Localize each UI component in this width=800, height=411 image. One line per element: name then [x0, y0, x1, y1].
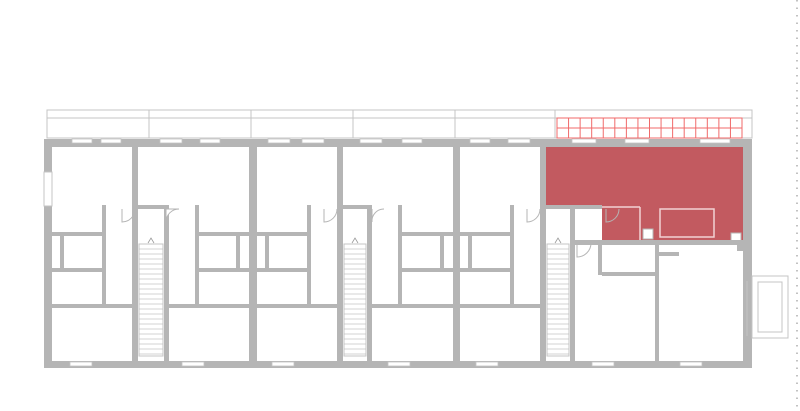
stair-arrow-icon: [351, 237, 359, 244]
window: [267, 138, 291, 144]
window: [475, 361, 499, 367]
interior-walls-unit-1: [52, 205, 132, 308]
stair-arrow-icon: [147, 237, 155, 244]
window: [271, 361, 295, 367]
window: [571, 138, 597, 144]
highlighted-terrace: [556, 117, 743, 139]
window: [69, 361, 93, 367]
stair-arrow-icon: [554, 237, 562, 244]
window: [624, 138, 650, 144]
side-balcony: [746, 275, 789, 339]
window: [679, 361, 703, 367]
window: [469, 138, 491, 144]
stair-3: [546, 237, 570, 357]
interior-walls-unit-5: [460, 205, 540, 308]
interior-walls-unit-3: [257, 205, 337, 308]
stair-outline: [343, 243, 367, 357]
entrance-doors: [121, 208, 620, 258]
terrace-strip: [46, 109, 753, 139]
side-window: [43, 171, 53, 207]
window: [507, 138, 531, 144]
window: [591, 361, 615, 367]
stairwell-walls: [132, 205, 602, 361]
window: [301, 138, 325, 144]
window: [100, 138, 122, 144]
highlighted-unit: [543, 147, 743, 242]
stair-1: [138, 237, 164, 357]
stair-2: [343, 237, 367, 357]
window: [71, 138, 93, 144]
interior-walls-unit-2: [169, 205, 249, 308]
windows: [69, 138, 731, 367]
window: [699, 138, 731, 144]
party-walls: [132, 147, 546, 361]
window: [359, 138, 383, 144]
window: [401, 138, 423, 144]
interior-walls-unit-6: [575, 240, 743, 361]
window: [159, 138, 183, 144]
window: [181, 361, 205, 367]
interior-walls-unit-4: [372, 205, 453, 308]
stair-outline: [546, 243, 570, 357]
window: [387, 361, 411, 367]
window: [199, 138, 221, 144]
stair-outline: [138, 243, 164, 357]
